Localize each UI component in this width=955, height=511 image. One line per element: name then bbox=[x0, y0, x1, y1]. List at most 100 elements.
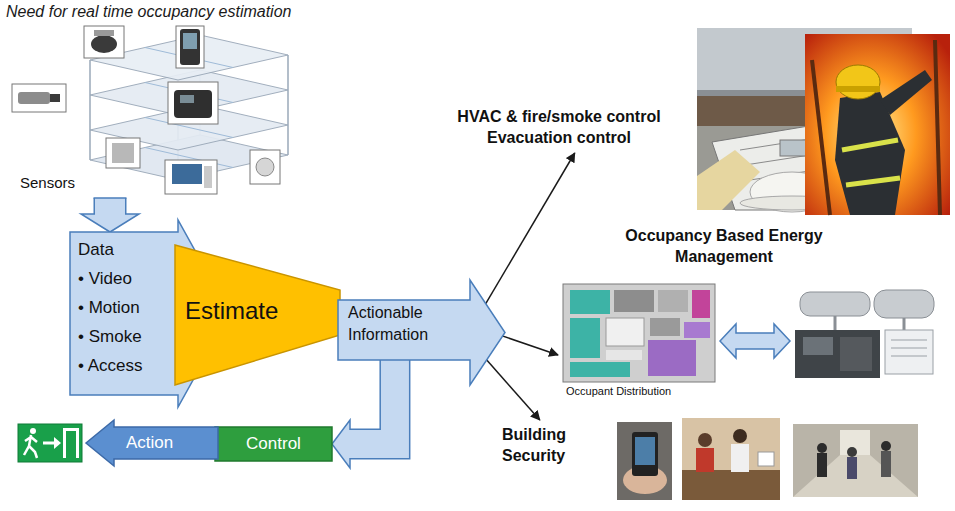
security-photos-part bbox=[635, 437, 655, 465]
exit-sign-part bbox=[66, 431, 76, 458]
floor-plan-part bbox=[684, 322, 710, 338]
security-photos-part bbox=[847, 457, 857, 479]
security-photos-part bbox=[793, 424, 918, 497]
data-label: Data bbox=[78, 240, 114, 260]
double-arrow bbox=[720, 324, 790, 358]
arrow-head bbox=[332, 420, 350, 468]
floor-plan-part bbox=[614, 290, 654, 312]
exit-sign-part bbox=[24, 435, 37, 458]
sensor-icons-part bbox=[165, 160, 217, 194]
floor-plan bbox=[563, 284, 715, 382]
hvac-equipment-part bbox=[903, 318, 906, 330]
hvac-equipment-part bbox=[840, 337, 872, 371]
flow-line bbox=[485, 153, 575, 305]
data-label: • Video bbox=[78, 269, 132, 289]
title-area: Need for real time occupancy estimation bbox=[6, 2, 291, 21]
data-label: • Access bbox=[78, 356, 143, 376]
action-arrow: Action bbox=[86, 420, 218, 466]
firefighter-photo bbox=[805, 34, 950, 215]
security-target: Building Security bbox=[498, 420, 593, 475]
hvac-equipment bbox=[795, 290, 934, 378]
block-arrow bbox=[81, 198, 139, 232]
security-photos-part bbox=[758, 452, 774, 466]
firefighter-photo-part bbox=[880, 70, 932, 115]
exit-sign-part bbox=[43, 442, 55, 445]
hvac-equipment-part bbox=[891, 340, 927, 341]
sensor-icons-part bbox=[50, 94, 60, 102]
floor-plan-part bbox=[658, 290, 688, 312]
security-photos-part bbox=[733, 429, 747, 443]
control-box: Control bbox=[215, 427, 332, 461]
security-photos-part bbox=[698, 433, 712, 447]
estimate-trapezoid: Estimate bbox=[175, 245, 340, 385]
sensor-icons-part bbox=[112, 143, 134, 163]
arrow-body bbox=[349, 359, 395, 444]
floor-plan-part bbox=[650, 318, 680, 336]
sensor-icons-part bbox=[106, 138, 140, 168]
flow-arrow bbox=[485, 153, 575, 305]
floor-plan-part bbox=[648, 340, 696, 376]
firefighter-photo-part bbox=[805, 34, 950, 215]
sensor-icons-part bbox=[180, 29, 200, 65]
building-illustration-part bbox=[89, 60, 91, 160]
firefighter-photo-part bbox=[812, 60, 830, 215]
target-heading: HVAC & fire/smoke control Evacuation con… bbox=[432, 106, 686, 148]
diagram-title: Need for real time occupancy estimation bbox=[6, 2, 291, 21]
data-label: • Smoke bbox=[78, 327, 142, 347]
building-illustration-part bbox=[287, 55, 289, 155]
hvac-equipment-part bbox=[891, 348, 927, 349]
floor-plan-part bbox=[570, 290, 610, 314]
estimate-label: Estimate bbox=[185, 297, 278, 325]
sensor-icons-part bbox=[174, 90, 212, 118]
sensor-icons-part bbox=[12, 84, 66, 112]
info-label: Actionable Information bbox=[348, 302, 466, 346]
hvac-equipment-part bbox=[834, 316, 837, 330]
exit-sign-part bbox=[54, 437, 61, 449]
flow-arrow bbox=[485, 358, 540, 420]
flow-line bbox=[485, 358, 540, 420]
firefighter-photo-part bbox=[836, 65, 880, 99]
data-label: • Motion bbox=[78, 298, 140, 318]
action-arrow-shape bbox=[86, 420, 218, 466]
arrow-cap bbox=[93, 197, 126, 199]
sensor-building: Sensors bbox=[8, 22, 298, 198]
floor-plan-part bbox=[563, 284, 715, 382]
hvac-equipment-part bbox=[891, 356, 927, 357]
floor-plan-part bbox=[570, 318, 600, 358]
sensor-icons-part bbox=[204, 166, 212, 188]
security-photos-part bbox=[682, 418, 780, 500]
security-photos-part bbox=[847, 447, 857, 457]
hvac-equipment-part bbox=[874, 290, 934, 318]
exit-sign-part bbox=[63, 428, 79, 458]
info-arrow: Actionable Information bbox=[338, 280, 505, 385]
sensor-icons-part bbox=[168, 82, 218, 124]
security-photos-part bbox=[881, 441, 891, 451]
sensor-icons-part bbox=[183, 33, 197, 49]
target-heading: Occupancy Based Energy Management bbox=[608, 225, 840, 285]
hvac-equipment-part bbox=[795, 330, 880, 378]
sensor-icons-part bbox=[250, 150, 280, 184]
arrow-head bbox=[81, 214, 139, 232]
floor-plan-part bbox=[606, 350, 642, 360]
security-photos-part bbox=[731, 444, 749, 472]
firefighter-photo-part bbox=[935, 40, 940, 215]
hvac-equipment-part bbox=[885, 330, 933, 374]
exit-sign-part bbox=[18, 424, 82, 462]
firefighter-photo-part bbox=[842, 140, 898, 150]
sensor-icons-part bbox=[84, 26, 124, 58]
double-arrow-part bbox=[720, 324, 790, 358]
sensor-icons-part bbox=[180, 95, 194, 103]
exit-sign-part bbox=[30, 428, 36, 434]
floor-plan-part bbox=[606, 318, 644, 346]
security-photos-part bbox=[682, 470, 780, 500]
sensor-icons-part bbox=[256, 158, 274, 176]
sensor-icons-part bbox=[18, 92, 50, 104]
action-label: Action bbox=[126, 433, 173, 453]
estimate-trapezoid-shape bbox=[175, 245, 340, 385]
plan-caption: Occupant Distribution bbox=[566, 385, 671, 398]
hvac-equipment-part bbox=[803, 337, 833, 355]
sensor-label: Sensors bbox=[20, 174, 75, 192]
exit-sign bbox=[18, 424, 82, 462]
